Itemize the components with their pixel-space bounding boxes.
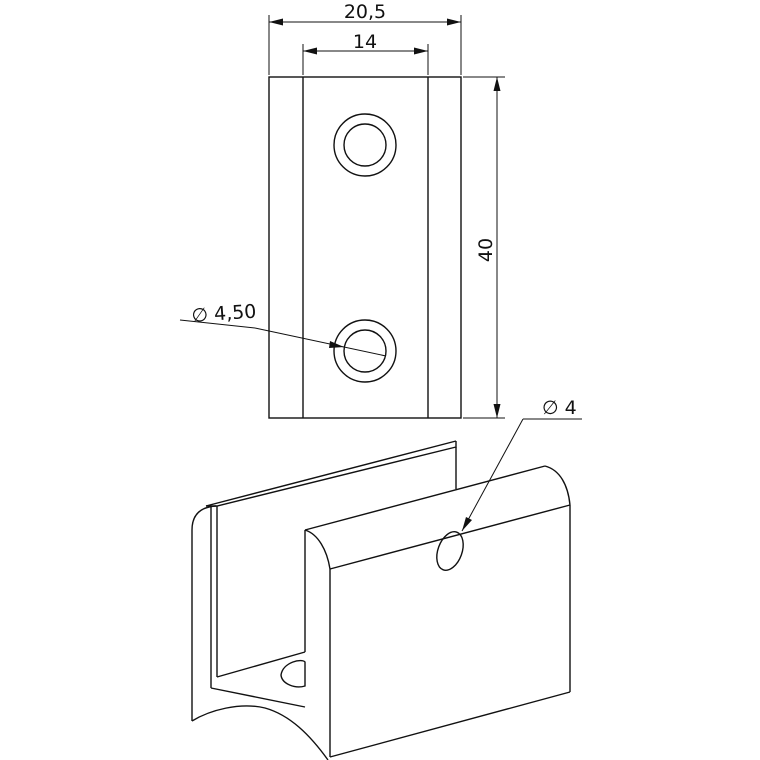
channel-floor-front — [210, 687, 306, 708]
dimension-inner-width: 14 — [302, 31, 429, 75]
dimension-side-hole-diameter-label: ∅ 4 — [542, 397, 577, 419]
dimension-height-label: 40 — [475, 238, 497, 262]
dimension-overall-width-label: 20,5 — [344, 1, 386, 23]
dimension-hole-diameter: ∅ 4,50 — [179, 301, 387, 357]
dimension-overall-width: 20,5 — [268, 1, 462, 75]
top-view — [268, 76, 462, 419]
back-wall-curved-side — [191, 505, 217, 721]
floor-hole — [280, 659, 306, 688]
front-wall-bottom-edge — [329, 691, 571, 758]
front-wall-rounded-right — [544, 465, 571, 506]
back-wall-outer-face — [205, 440, 457, 507]
front-wall-top — [304, 465, 546, 531]
side-hole — [436, 531, 464, 571]
channel-floor — [216, 651, 306, 678]
dimension-side-hole-diameter: ∅ 4 — [461, 397, 582, 532]
front-wall-rounded-left — [304, 529, 331, 570]
front-wall-face-top-edge — [329, 504, 571, 570]
dimension-inner-width-label: 14 — [353, 31, 377, 53]
dimension-height: 40 — [463, 76, 505, 419]
dimension-hole-diameter-label: ∅ 4,50 — [191, 301, 257, 327]
top-view-outline — [268, 76, 462, 419]
top-hole — [333, 113, 397, 177]
bottom-arch — [191, 705, 329, 760]
bottom-hole — [333, 319, 397, 383]
isometric-view — [191, 440, 571, 760]
